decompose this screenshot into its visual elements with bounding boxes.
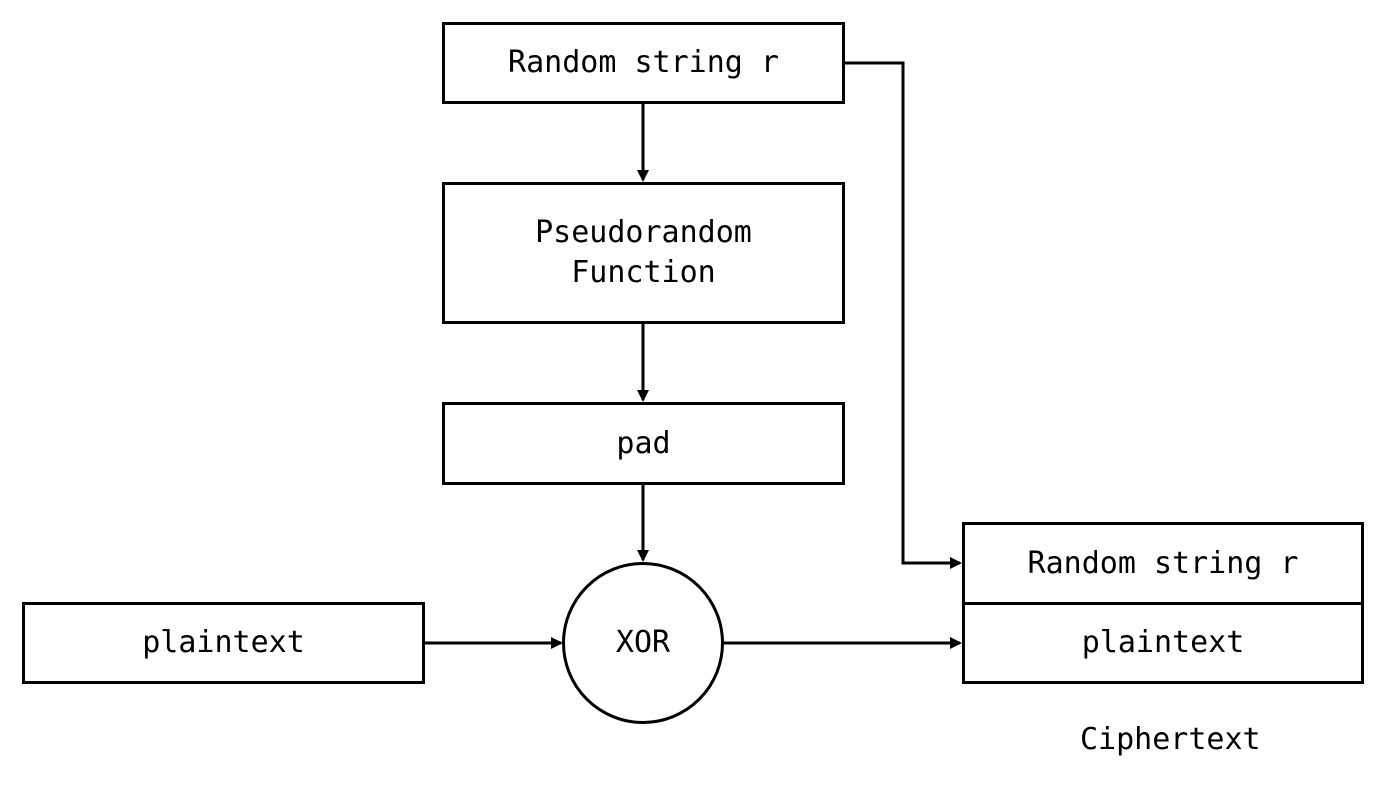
random-string-label: Random string r: [508, 45, 779, 80]
pseudorandom-function-box: Pseudorandom Function: [442, 182, 845, 324]
random-string-box: Random string r: [442, 22, 845, 104]
ciphertext-random-string-label: Random string r: [1027, 545, 1299, 581]
pseudorandom-function-label: Pseudorandom Function: [535, 215, 752, 290]
ciphertext-plaintext-label: plaintext: [1081, 625, 1245, 660]
xor-label: XOR: [615, 625, 671, 660]
ciphertext-plaintext-box: plaintext: [962, 602, 1364, 684]
ciphertext-random-string-box: Random string r: [962, 522, 1364, 605]
arrow-random-to-ciphertext: [844, 61, 962, 569]
plaintext-input-label: plaintext: [142, 625, 305, 660]
ciphertext-caption: Ciphertext: [1080, 722, 1261, 757]
xor-node: XOR: [562, 562, 724, 724]
pad-box: pad: [442, 402, 845, 485]
pad-label: pad: [616, 425, 671, 461]
plaintext-input-box: plaintext: [22, 602, 425, 684]
